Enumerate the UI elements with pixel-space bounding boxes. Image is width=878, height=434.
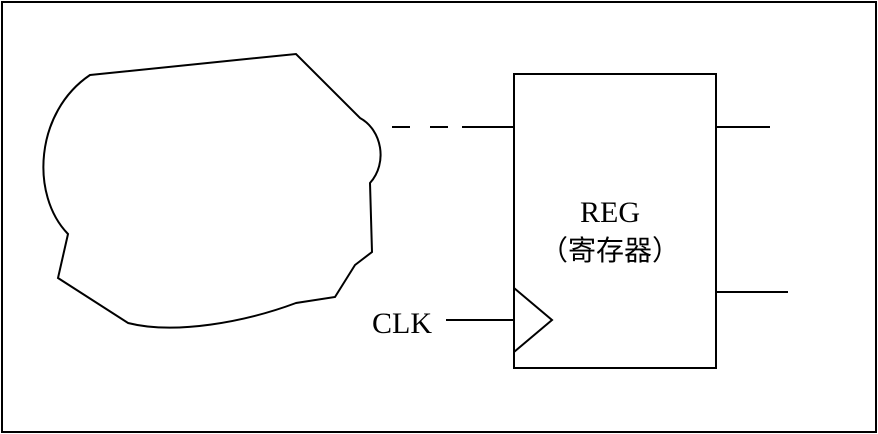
clock-label: CLK <box>372 307 432 340</box>
logic-cloud-shape <box>42 52 382 329</box>
register-name: REG <box>580 196 640 229</box>
register-box <box>513 73 717 369</box>
clock-triangle-icon <box>513 287 554 353</box>
register-subtitle: （寄存器） <box>540 234 680 267</box>
